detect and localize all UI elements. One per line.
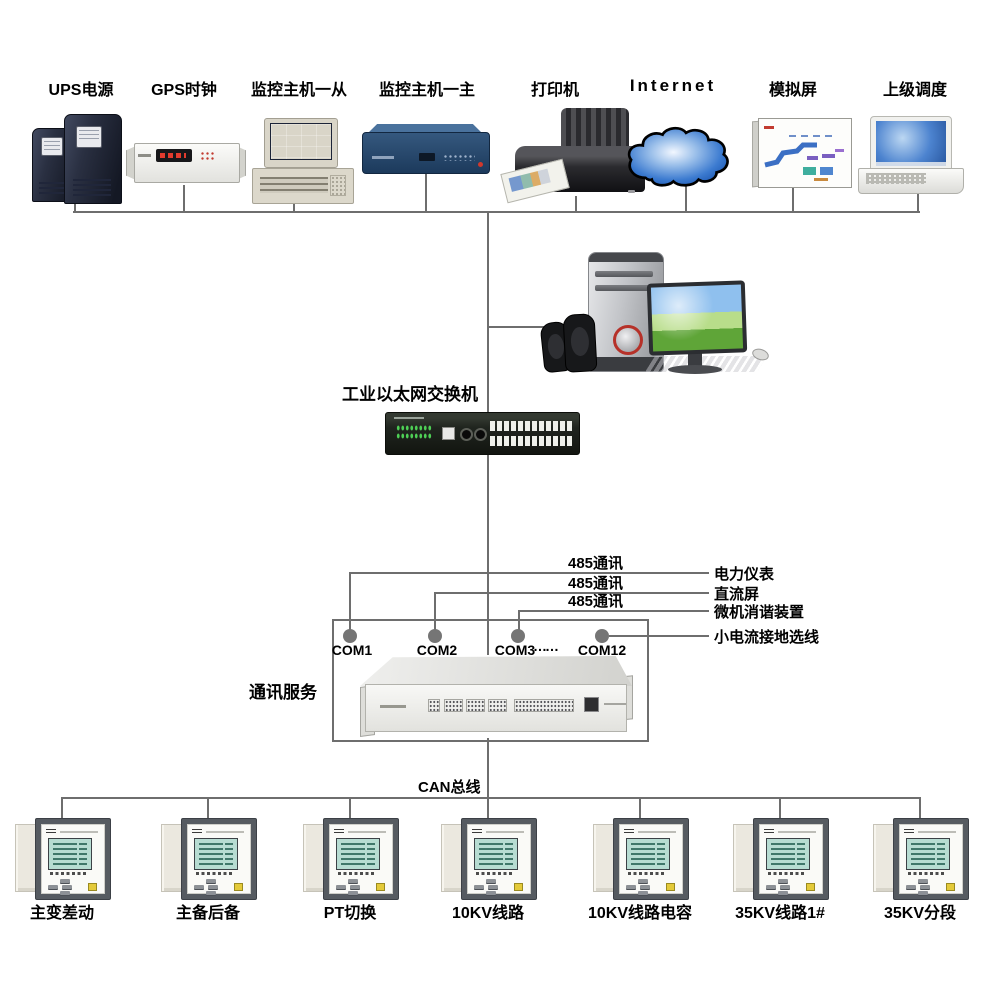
- label-com1: COM1: [331, 642, 373, 658]
- industrial-host-icon: [362, 124, 490, 174]
- relay-drop-line: [349, 797, 351, 820]
- relay-lcd-screen: [626, 838, 670, 870]
- label-host-master: 监控主机一主: [378, 82, 476, 99]
- relay-drop-line: [779, 797, 781, 820]
- mimic-panel-icon: [752, 118, 852, 190]
- com12-port-dot: [595, 629, 609, 643]
- label-ground-line-selector: 小电流接地选线: [714, 629, 820, 646]
- protection-relay-icon: [893, 818, 969, 900]
- protection-relay-icon: [323, 818, 399, 900]
- workstation-branch-line: [487, 326, 553, 328]
- label-rs485-3: 485通讯: [568, 593, 624, 610]
- ups-icon: [28, 112, 123, 204]
- drop-mimic: [792, 186, 794, 211]
- relay-drop-line: [487, 797, 489, 820]
- protection-relay-icon: [613, 818, 689, 900]
- relay-label: 35KV分段: [883, 905, 957, 922]
- label-rs485-2: 485通讯: [568, 575, 624, 592]
- relay-drop-line: [639, 797, 641, 820]
- protection-relay-4: 10KV线路: [423, 797, 553, 923]
- protection-relay-icon: [35, 818, 111, 900]
- label-comm-server: 通讯服务: [249, 683, 317, 702]
- rs485-line-1: [350, 572, 709, 574]
- laptop-icon: [858, 116, 964, 196]
- label-mimic: 模拟屏: [768, 82, 818, 99]
- crt-host-icon: [252, 118, 354, 204]
- label-can-bus: CAN总线: [418, 779, 481, 796]
- relay-label: 主备后备: [175, 905, 240, 922]
- label-power-meter: 电力仪表: [714, 566, 775, 583]
- label-com12: COM12: [577, 642, 627, 658]
- riser-com2: [434, 592, 436, 632]
- riser-com1: [349, 572, 351, 632]
- relay-lcd-screen: [474, 838, 518, 870]
- rs485-line-2: [435, 592, 709, 594]
- label-com-ellipsis: ……: [533, 638, 559, 654]
- drop-gps: [183, 185, 185, 211]
- relay-label: 10KV线路电容: [587, 905, 693, 922]
- relay-label: 主变差动: [29, 905, 94, 922]
- relay-lcd-screen: [336, 838, 380, 870]
- protection-relay-3: PT切换: [285, 797, 415, 923]
- protection-relay-1: 主变差动: [0, 797, 127, 923]
- label-com3: COM3: [494, 642, 536, 658]
- relay-label: PT切换: [323, 905, 377, 922]
- gps-clock-icon: [126, 139, 246, 186]
- label-dispatch: 上级调度: [882, 82, 948, 99]
- rs485-line-3: [519, 610, 709, 612]
- ethernet-switch-icon: [385, 410, 580, 455]
- label-internet: Internet: [629, 76, 717, 95]
- drop-host-master: [425, 173, 427, 211]
- drop-internet: [685, 186, 687, 211]
- relay-label: 35KV线路1#: [735, 905, 825, 922]
- label-gps: GPS时钟: [151, 82, 217, 99]
- label-rs485-1: 485通讯: [568, 555, 624, 572]
- can-bus-line: [62, 797, 920, 799]
- relay-drop-line: [919, 797, 921, 820]
- drop-printer: [575, 196, 577, 211]
- label-host-slave: 监控主机一从: [250, 82, 348, 99]
- label-ups: UPS电源: [48, 82, 114, 99]
- com2-port-dot: [428, 629, 442, 643]
- protection-relay-7: 35KV分段: [855, 797, 985, 923]
- relay-label: 10KV线路: [451, 905, 525, 922]
- server-to-canbus-line: [487, 738, 489, 797]
- label-com2: COM2: [416, 642, 458, 658]
- drop-host-slave: [293, 199, 295, 211]
- com1-port-dot: [343, 629, 357, 643]
- label-harmonic-eliminator: 微机消谐装置: [714, 604, 805, 621]
- protection-relay-5: 10KV线路电容: [575, 797, 705, 923]
- relay-lcd-screen: [906, 838, 950, 870]
- relay-drop-line: [61, 797, 63, 820]
- top-bus-line: [73, 211, 920, 213]
- rs485-line-4: [609, 635, 709, 637]
- relay-lcd-screen: [766, 838, 810, 870]
- drop-laptop: [917, 186, 919, 213]
- comm-server-box: [332, 619, 649, 742]
- protection-relay-icon: [753, 818, 829, 900]
- workstation-icon: [539, 246, 771, 376]
- comm-server-icon: [360, 656, 635, 738]
- protection-relay-icon: [181, 818, 257, 900]
- label-dc-panel: 直流屏: [714, 586, 760, 603]
- label-printer: 打印机: [530, 82, 580, 99]
- label-ethernet-switch: 工业以太网交换机: [342, 385, 478, 404]
- protection-relay-2: 主备后备: [143, 797, 273, 923]
- relay-lcd-screen: [48, 838, 92, 870]
- protection-relay-6: 35KV线路1#: [715, 797, 845, 923]
- printer-icon: [500, 108, 648, 204]
- relay-lcd-screen: [194, 838, 238, 870]
- protection-relay-icon: [461, 818, 537, 900]
- relay-drop-line: [207, 797, 209, 820]
- internet-cloud-icon: [623, 124, 731, 192]
- com3-port-dot: [511, 629, 525, 643]
- riser-com3: [518, 610, 520, 632]
